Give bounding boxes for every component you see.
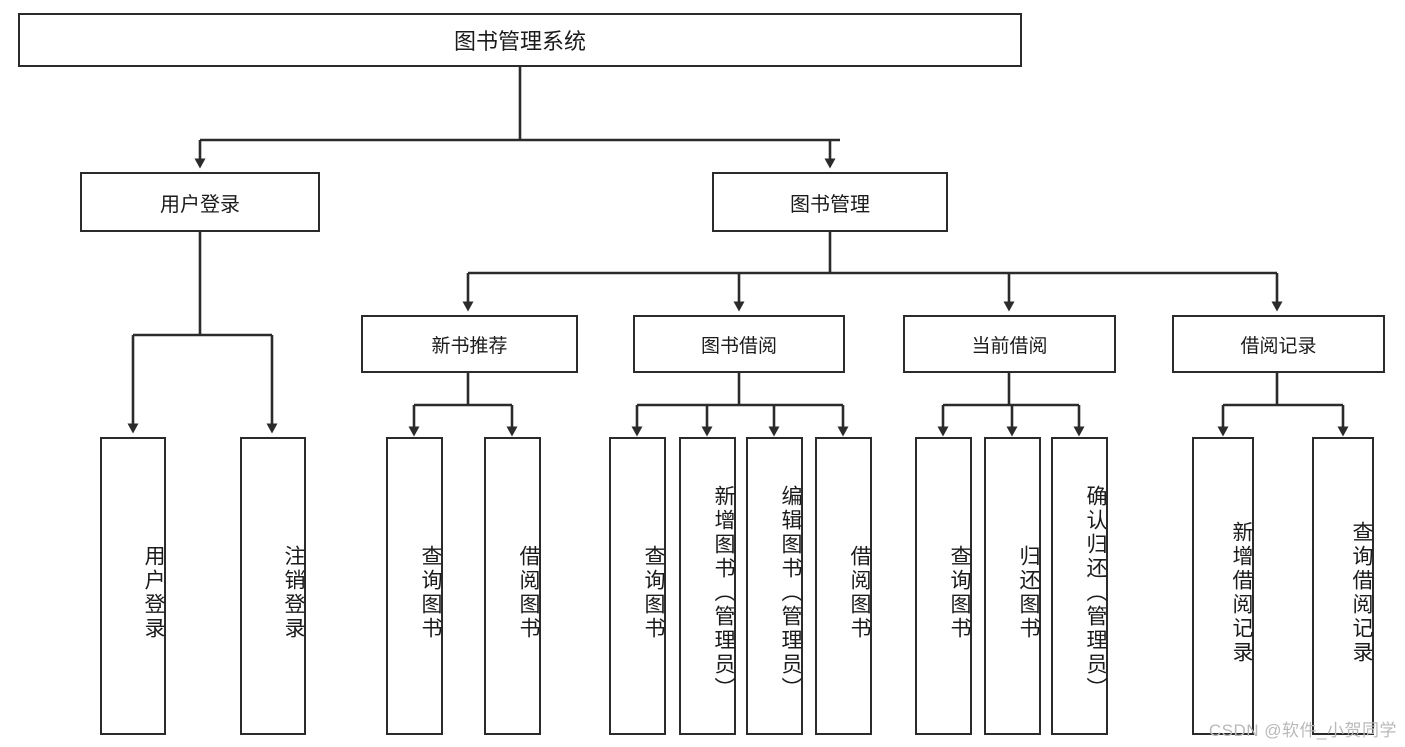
edges-user-login [127,232,278,434]
node-current-borrow[interactable]: 当前借阅 [903,315,1116,373]
node-new-book-recommend[interactable]: 新书推荐 [361,315,578,373]
node-new-book-recommend-label: 新书推荐 [431,335,508,357]
edges-root [194,67,840,169]
node-query-book-3[interactable]: 查询图书 [915,437,972,735]
edges-book-borrow [631,373,849,437]
node-book-manage[interactable]: 图书管理 [712,172,948,232]
node-borrow-record-label: 借阅记录 [1240,335,1317,357]
node-return-book[interactable]: 归还图书 [984,437,1041,735]
edges-borrow-record [1217,373,1349,437]
node-add-borrow-record[interactable]: 新增借阅记录 [1192,437,1254,735]
node-user-login-label: 用户登录 [160,193,240,216]
csdn-watermark: CSDN @软件_小贺同学 [1208,721,1397,740]
node-root-label: 图书管理系统 [453,29,586,54]
node-book-borrow[interactable]: 图书借阅 [633,315,845,373]
node-user-login[interactable]: 用户登录 [80,172,320,232]
node-query-borrow-record[interactable]: 查询借阅记录 [1312,437,1374,735]
node-user-login-leaf[interactable]: 用户登录 [100,437,166,735]
edges-current-borrow [937,373,1085,437]
node-borrow-book-1[interactable]: 借阅图书 [484,437,541,735]
node-logout-leaf[interactable]: 注销登录 [240,437,306,735]
node-add-book-admin[interactable]: 新增图书（管理员） [679,437,736,735]
node-borrow-book-2[interactable]: 借阅图书 [815,437,872,735]
node-root[interactable]: 图书管理系统 [18,13,1022,67]
node-book-borrow-label: 图书借阅 [700,335,777,357]
node-confirm-return-admin[interactable]: 确认归还（管理员） [1051,437,1108,735]
node-current-borrow-label: 当前借阅 [971,335,1048,357]
node-query-book-2[interactable]: 查询图书 [609,437,666,735]
node-borrow-record[interactable]: 借阅记录 [1172,315,1385,373]
edges-new-book-recommend [408,373,518,437]
edges-book-manage [462,232,1283,312]
node-query-book-1[interactable]: 查询图书 [386,437,443,735]
node-edit-book-admin[interactable]: 编辑图书（管理员） [746,437,803,735]
node-book-manage-label: 图书管理 [790,193,870,216]
